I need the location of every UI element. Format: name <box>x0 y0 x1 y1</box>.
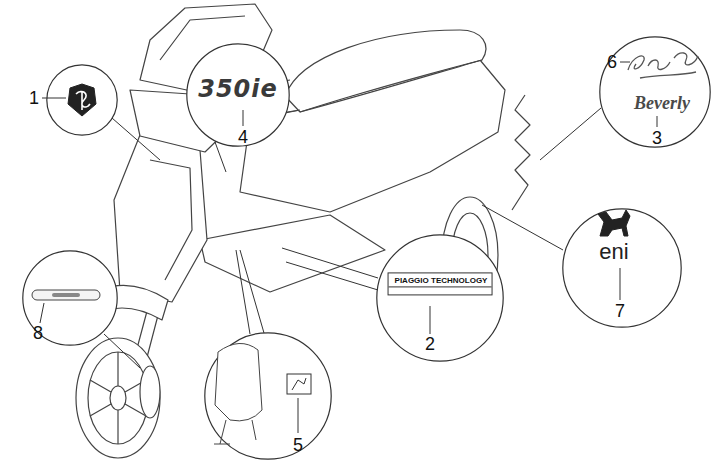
callout-number: 5 <box>293 435 303 456</box>
decal-group <box>598 210 630 300</box>
leader-line <box>215 142 226 172</box>
shield-line <box>150 160 192 280</box>
leader-line <box>40 303 44 323</box>
decal-group <box>214 343 311 444</box>
rear-shock <box>512 95 530 210</box>
seat-part <box>215 343 262 420</box>
callout-circle: 6Beverly 3 <box>599 36 711 148</box>
brand-logo <box>68 84 96 116</box>
leader-line <box>430 306 431 334</box>
decal-group <box>42 84 96 116</box>
leader-line <box>112 118 160 160</box>
callout-circle-outline <box>205 333 331 459</box>
decal-text: 350ie <box>198 76 278 104</box>
callout-number: 7 <box>615 301 625 322</box>
circle-outline <box>46 64 118 136</box>
callout-circle: 5 <box>204 332 332 460</box>
callout-circle: 1 <box>46 64 118 136</box>
circle-outline <box>376 234 504 362</box>
leader-line <box>282 248 378 278</box>
leader-line <box>620 62 630 63</box>
leader-line <box>298 398 299 433</box>
script-decal <box>628 53 698 78</box>
callout-number: 2 <box>425 334 435 355</box>
seat-seam <box>300 60 482 112</box>
seat <box>285 30 486 112</box>
decal-group <box>243 110 244 126</box>
callout-number: 8 <box>33 323 43 344</box>
front-hub <box>110 386 126 410</box>
callout-circle: 8 <box>22 250 118 346</box>
leader-line <box>540 108 601 160</box>
circle-outline <box>204 332 332 460</box>
leader-line <box>236 250 250 334</box>
leader-line <box>240 250 264 333</box>
leader-line <box>243 110 244 126</box>
callout-number: 6 <box>607 52 617 73</box>
warning-sticker <box>287 374 311 394</box>
decal-group <box>620 53 698 127</box>
callout-number: 4 <box>238 127 248 148</box>
callout-circle-outline <box>563 209 681 327</box>
front-wheel <box>76 338 160 458</box>
leader-lines <box>104 108 601 368</box>
leader-line <box>42 98 66 99</box>
callout-circle-outline <box>23 251 117 345</box>
leader-line <box>286 262 378 290</box>
eni-dog-logo <box>598 210 630 236</box>
leader-line <box>104 334 140 368</box>
badge <box>32 290 100 300</box>
callout-number: 3 <box>652 128 662 149</box>
decal-text: eni <box>599 239 628 264</box>
badge-inset <box>52 293 80 297</box>
callout-circle-outline <box>47 65 117 135</box>
callout-circle: PIAGGIO TECHNOLOGY 2 <box>376 234 504 362</box>
decal-group <box>430 306 431 334</box>
callout-circle: eni 7 <box>562 208 682 328</box>
callout-circle: 350ie 4 <box>186 43 290 147</box>
front-rim <box>88 352 148 444</box>
brake-disc <box>140 366 160 418</box>
leader-line <box>620 268 621 300</box>
leg-shield <box>114 135 207 302</box>
decal-text: PIAGGIO TECHNOLOGY <box>388 272 493 295</box>
leader-line <box>657 116 658 127</box>
stand <box>214 420 256 444</box>
leader-line <box>482 205 563 250</box>
logo-mark <box>76 92 90 110</box>
decal-group <box>32 290 100 323</box>
decal-text: Beverly <box>634 93 690 114</box>
floorboard <box>200 215 385 292</box>
sticker-symbol <box>292 378 306 390</box>
scooter-body <box>76 4 530 458</box>
callout-number: 1 <box>29 88 39 109</box>
callout-circle-outline <box>377 235 503 361</box>
